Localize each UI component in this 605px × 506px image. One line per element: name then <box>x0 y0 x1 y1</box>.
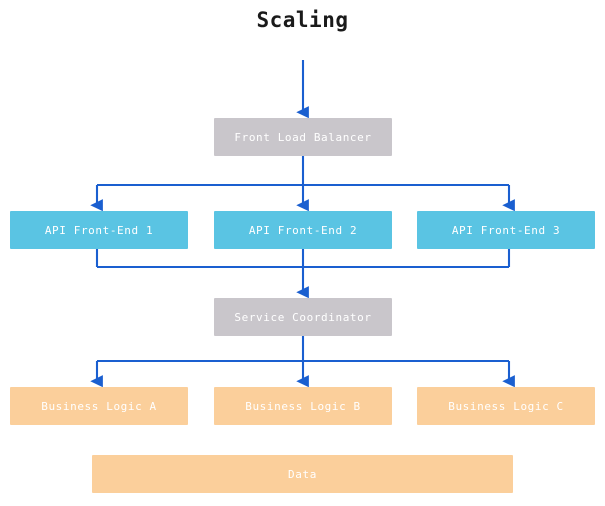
node-data-label: Data <box>288 467 317 481</box>
node-business-logic-b-label: Business Logic B <box>245 399 361 413</box>
node-business-logic-b[interactable]: Business Logic B <box>214 387 392 425</box>
node-api-front-end-3[interactable]: API Front-End 3 <box>417 211 595 249</box>
page-title: Scaling <box>256 8 349 32</box>
node-api-front-end-2[interactable]: API Front-End 2 <box>214 211 392 249</box>
node-service-coordinator[interactable]: Service Coordinator <box>214 298 392 336</box>
node-business-logic-c-label: Business Logic C <box>448 399 564 413</box>
node-service-coordinator-label: Service Coordinator <box>234 310 372 324</box>
node-api-front-end-2-label: API Front-End 2 <box>248 223 358 237</box>
node-front-load-balancer[interactable]: Front Load Balancer <box>214 118 392 156</box>
node-business-logic-a-label: Business Logic A <box>41 399 157 413</box>
node-front-load-balancer-label: Front Load Balancer <box>234 130 372 144</box>
node-business-logic-c[interactable]: Business Logic C <box>417 387 595 425</box>
node-api-front-end-1[interactable]: API Front-End 1 <box>10 211 188 249</box>
node-api-front-end-1-label: API Front-End 1 <box>44 223 154 237</box>
node-business-logic-a[interactable]: Business Logic A <box>10 387 188 425</box>
node-data[interactable]: Data <box>92 455 513 493</box>
node-api-front-end-3-label: API Front-End 3 <box>451 223 561 237</box>
